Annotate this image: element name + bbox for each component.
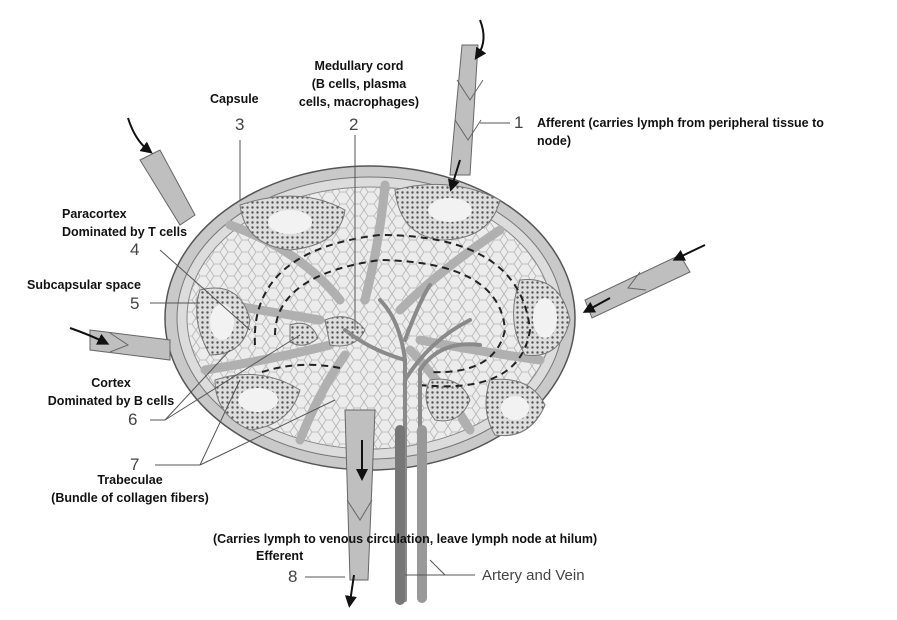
leader-lines (150, 135, 475, 578)
callout-3: 3 (235, 115, 245, 134)
medullary-label-line1: Medullary cord (314, 59, 404, 73)
afferent-vessel-top (448, 19, 487, 192)
afferent-label-line2: node) (537, 134, 572, 148)
medulla-vessels (343, 283, 482, 602)
efferent-label: Efferent (256, 549, 304, 563)
capsule-label: Capsule (210, 92, 259, 106)
trabeculae-label-line2: (Bundle of collagen fibers) (51, 491, 209, 505)
callout-7: 7 (130, 455, 140, 474)
cortex-label-line1: Cortex (91, 376, 131, 390)
paracortex-label: Paracortex Dominated by T cells (62, 205, 187, 241)
artery-vein (395, 425, 427, 605)
trabeculae-label-line1: Trabeculae (97, 473, 163, 487)
efferent-vessel (344, 409, 376, 608)
efferent-desc-label: (Carries lymph to venous circulation, le… (213, 532, 598, 546)
afferent-vessel-right (582, 244, 706, 319)
callout-8: 8 (288, 567, 298, 586)
paracortex-label-line1: Paracortex (62, 207, 127, 221)
afferent-label-line1: Afferent (carries lymph from peripheral … (537, 116, 824, 130)
medullary-label-line3: cells, macrophages) (298, 95, 420, 109)
callout-2: 2 (349, 115, 359, 134)
medullary-label-line2: (B cells, plasma (311, 77, 407, 91)
afferent-vessel-left-top (127, 117, 196, 226)
subcapsular-label: Subcapsular space (27, 278, 141, 292)
artery-vein-label: Artery and Vein (482, 567, 585, 584)
callout-4: 4 (130, 240, 140, 259)
trabeculae-label: Trabeculae (Bundle of collagen fibers) (40, 471, 220, 507)
medullary-label: Medullary cord (B cells, plasma cells, m… (294, 57, 424, 111)
cortex-label-line2: Dominated by B cells (47, 394, 175, 408)
afferent-vessel-left (69, 327, 171, 361)
cortex-label: Cortex Dominated by B cells (36, 374, 186, 410)
germinal-centers (210, 198, 557, 420)
paracortex-boundary (253, 233, 532, 388)
callout-5: 5 (130, 294, 140, 313)
callout-1: 1 (514, 113, 524, 132)
paracortex-label-line2: Dominated by T cells (62, 225, 188, 239)
afferent-label: Afferent (carries lymph from peripheral … (537, 114, 824, 150)
callout-6: 6 (128, 410, 138, 429)
